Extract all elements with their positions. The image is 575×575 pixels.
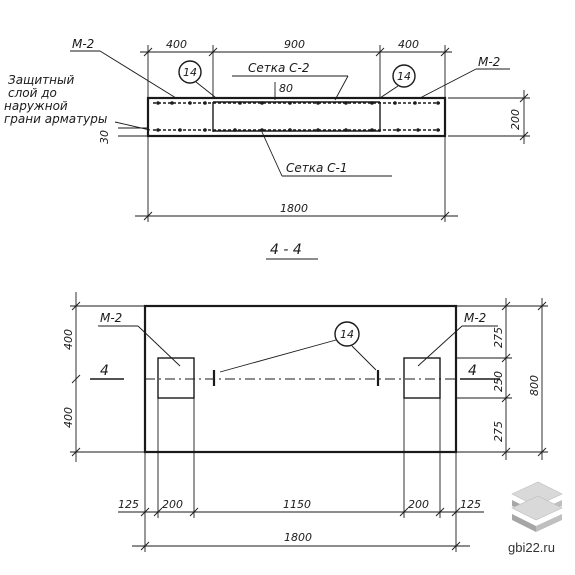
- label-m2-left: M-2: [72, 37, 94, 51]
- plan-label-m2-right: M-2: [464, 311, 486, 325]
- dim-400-lower: 400: [62, 407, 75, 428]
- plate-m2-right: [403, 357, 441, 399]
- dim-200-right: 200: [408, 498, 429, 511]
- leader-setka-c2: [334, 75, 349, 101]
- dim-275-top: 275: [492, 327, 505, 348]
- dim-125-right: 125: [460, 498, 481, 511]
- plan-callout-14: 14: [340, 328, 354, 341]
- callout-circle-14-left: [178, 60, 202, 84]
- callout-14-left: 14: [183, 66, 197, 79]
- dim-200-left: 200: [162, 498, 183, 511]
- beam-section-outline: [146, 96, 447, 138]
- dim-1800-bottom: 1800: [284, 531, 312, 544]
- watermark-logo: [511, 481, 563, 532]
- dim-1150: 1150: [283, 498, 311, 511]
- leader-m2-left: [99, 50, 177, 99]
- note-line-3: наружной: [4, 99, 68, 113]
- watermark-text: gbi22.ru: [508, 540, 555, 555]
- dim-400-upper: 400: [62, 329, 75, 350]
- leader-setka-c1: [261, 131, 283, 177]
- dim-400-right: 400: [398, 38, 419, 51]
- note-line-4: грани арматуры: [4, 112, 107, 126]
- dim-125-left: 125: [118, 498, 139, 511]
- plan-view: 400 400 4 4 M-2 M-2 14 275 250 275: [62, 292, 548, 552]
- section-mark-left: 4: [100, 363, 109, 379]
- dim-200: 200: [509, 109, 522, 130]
- dim-800: 800: [528, 375, 541, 396]
- leader-m2-right: [419, 68, 477, 99]
- callout-14-right: 14: [397, 70, 411, 83]
- plate-m2-left: [157, 357, 195, 399]
- label-setka-c1: Сетка С-1: [286, 161, 348, 175]
- label-setka-c2: Сетка С-2: [248, 61, 310, 75]
- dim-275-bottom: 275: [492, 421, 505, 442]
- section-title: 4 - 4: [270, 242, 302, 258]
- callout-circle-14-right: [392, 64, 416, 88]
- note-line-1: Защитный: [8, 73, 74, 87]
- dim-1800-top: 1800: [280, 202, 308, 215]
- plan-label-m2-left: M-2: [100, 311, 122, 325]
- section-mark-right: 4: [468, 363, 477, 379]
- dim-900: 900: [284, 38, 305, 51]
- dim-400-left: 400: [166, 38, 187, 51]
- rebar-dots: [156, 101, 440, 132]
- label-m2-right: M-2: [478, 55, 500, 69]
- cross-section: 400 900 400 M-2 M-2 14 14 Сетка С-2 80: [4, 37, 530, 222]
- plan-callout-circle-14: [334, 321, 360, 347]
- dim-80: 80: [279, 82, 293, 95]
- dim-250: 250: [492, 371, 505, 392]
- dim-30: 30: [98, 130, 111, 144]
- note-line-2: слой до: [8, 86, 57, 100]
